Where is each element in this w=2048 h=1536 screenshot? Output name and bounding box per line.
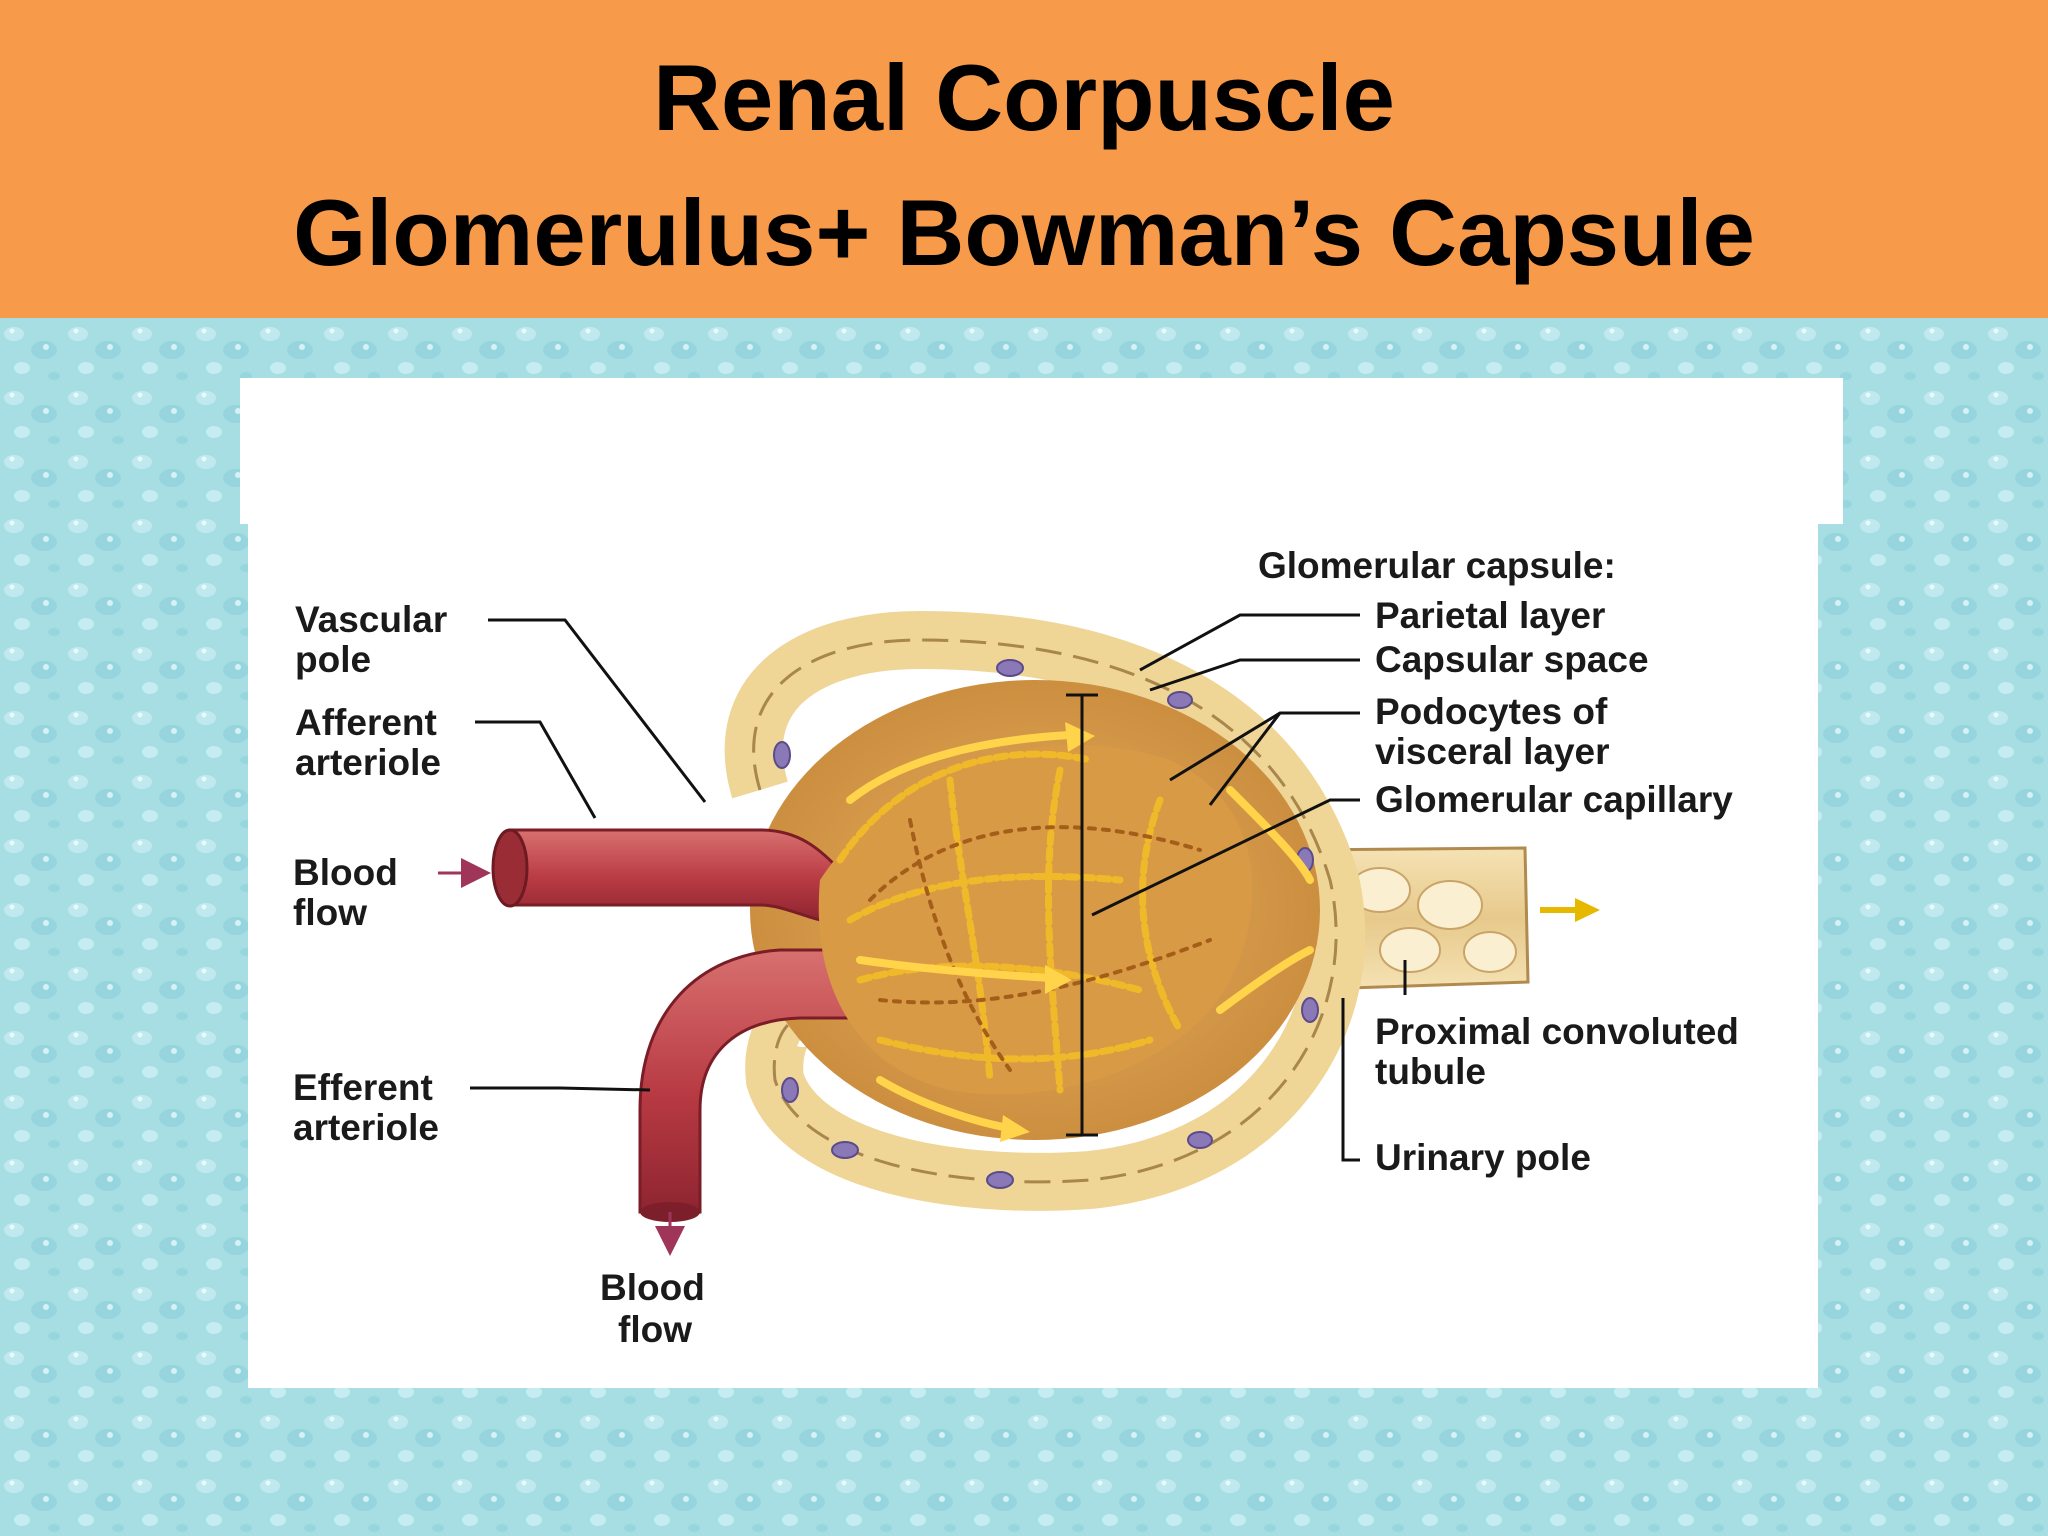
glomerulus-tuft (818, 722, 1314, 1142)
blood-flow-arrows (438, 858, 685, 1256)
slide-subtitle: Glomerulus+ Bowman’s Capsule (293, 180, 1755, 285)
label-blood-flow-out-2: flow (618, 1309, 692, 1350)
label-proximal-2: tubule (1375, 1051, 1486, 1092)
slide-title: Renal Corpuscle (653, 45, 1395, 150)
capsule-diameter-bar (1066, 693, 1098, 1137)
label-vascular-pole-2: pole (295, 639, 371, 680)
label-efferent-2: arteriole (293, 1107, 439, 1148)
label-efferent-1: Efferent (293, 1067, 433, 1108)
leader-lines (470, 613, 1407, 1162)
label-podocytes-2: visceral layer (1375, 731, 1610, 772)
label-afferent-1: Afferent (295, 702, 437, 743)
afferent-arteriole (491, 828, 842, 922)
label-blood-flow-in-1: Blood (293, 852, 398, 893)
label-glomerular-capillary: Glomerular capillary (1375, 779, 1733, 820)
label-proximal-1: Proximal convoluted (1375, 1011, 1739, 1052)
figure-panel-top (240, 378, 1843, 524)
label-parietal-layer: Parietal layer (1375, 595, 1605, 636)
label-glomerular-capsule: Glomerular capsule: (1258, 545, 1616, 586)
label-capsular-space: Capsular space (1375, 639, 1649, 680)
label-urinary-pole: Urinary pole (1375, 1137, 1591, 1178)
label-vascular-pole-1: Vascular (295, 599, 447, 640)
title-bar: Renal Corpuscle Glomerulus+ Bowman’s Cap… (0, 0, 2048, 318)
label-blood-flow-out-1: Blood (600, 1267, 705, 1308)
label-blood-flow-in-2: flow (293, 892, 367, 933)
label-podocytes-1: Podocytes of (1375, 691, 1608, 732)
label-afferent-2: arteriole (295, 742, 441, 783)
